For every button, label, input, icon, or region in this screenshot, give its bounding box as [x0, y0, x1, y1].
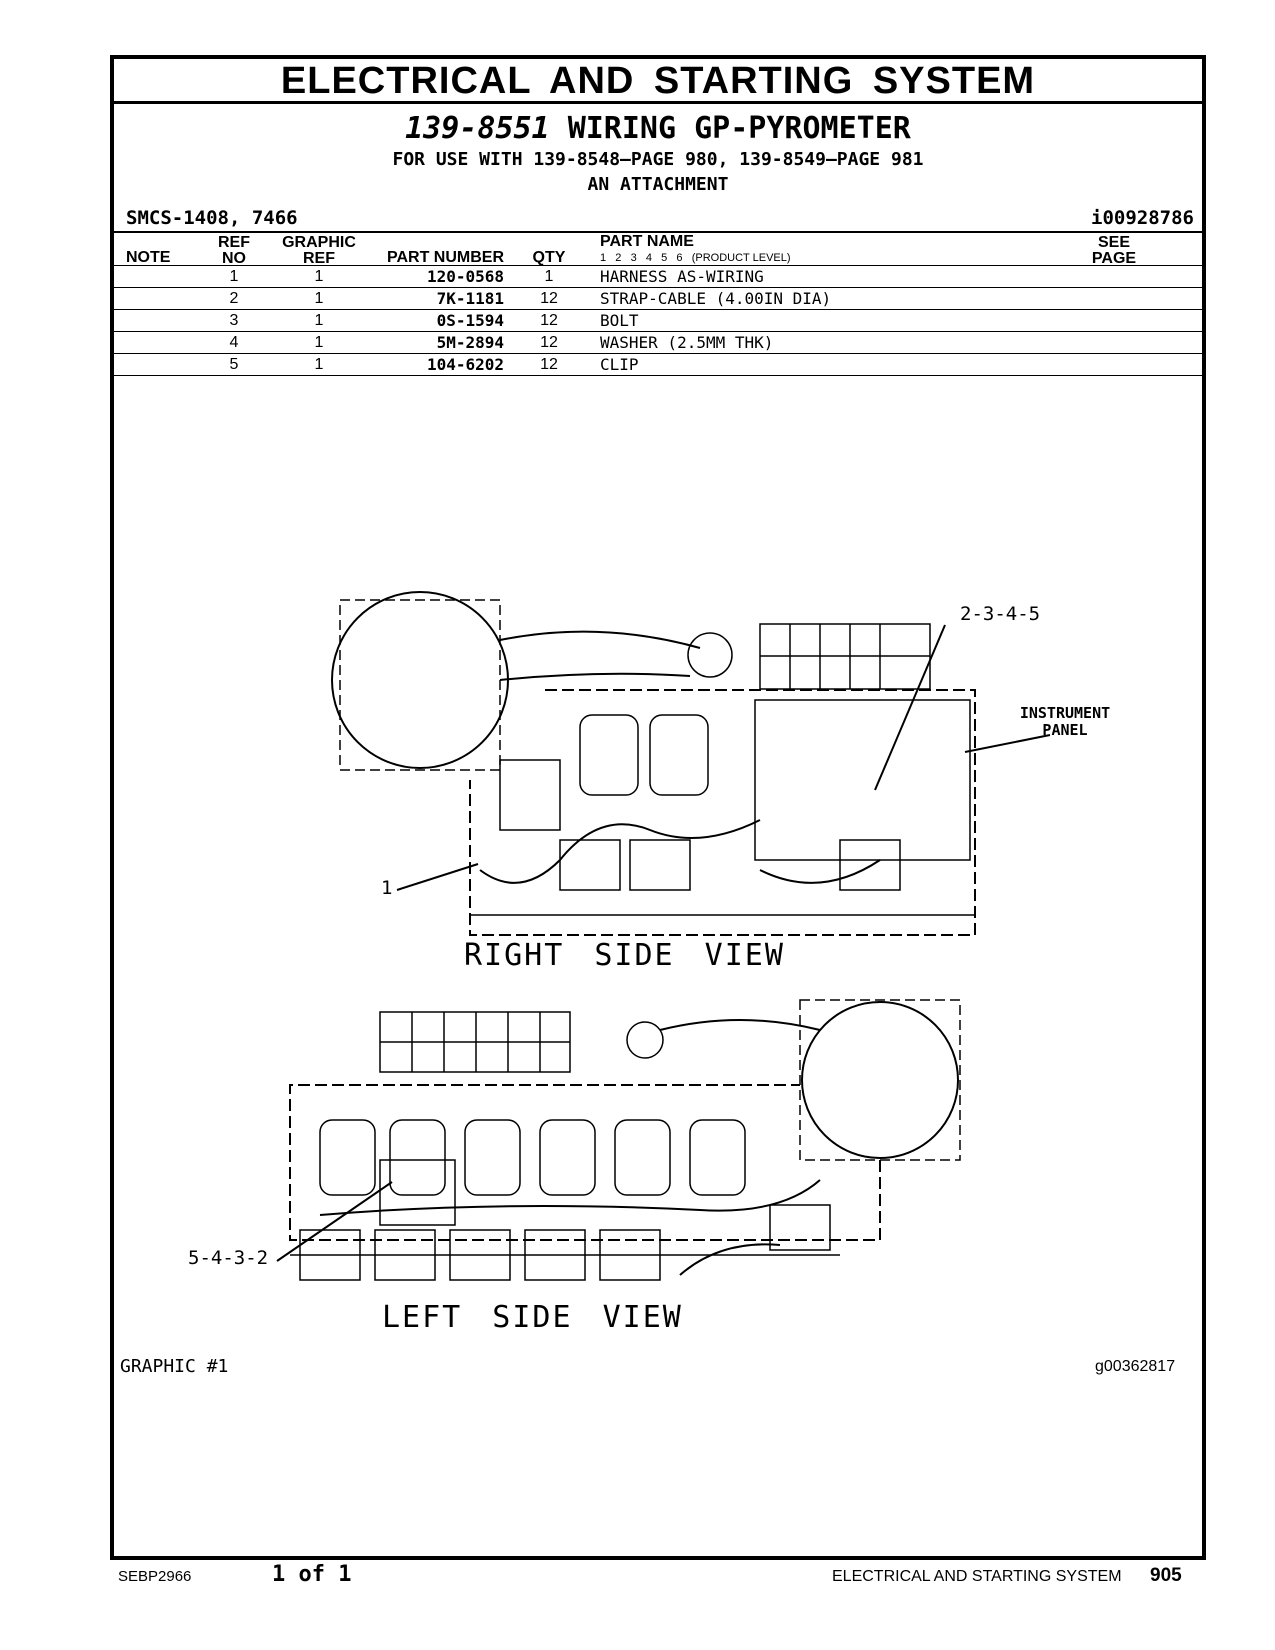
use-with-note: FOR USE WITH 139-8548—PAGE 980, 139-8549…: [392, 149, 924, 170]
qty: 12: [540, 356, 558, 373]
footer-doc-number: SEBP2966: [118, 1568, 192, 1585]
ref-no: 2: [229, 290, 239, 307]
col-product-level: 1 2 3 4 5 6 (PRODUCT LEVEL): [600, 252, 791, 264]
part-number: 5M-2894: [436, 333, 504, 352]
table-header-rule: [114, 265, 1202, 266]
col-note: NOTE: [126, 249, 171, 266]
attachment-note: AN ATTACHMENT: [587, 174, 729, 195]
graphic-ref: 1: [314, 312, 324, 329]
smcs-code: SMCS-1408, 7466: [126, 207, 298, 229]
document-id: i00928786: [1091, 207, 1194, 229]
footer-page-of: 1 of 1: [272, 1562, 352, 1587]
footer-section: ELECTRICAL AND STARTING SYSTEM: [832, 1568, 1122, 1585]
part-number: 120-0568: [426, 267, 504, 286]
callout-instrument-panel-line2: PANEL: [1042, 721, 1088, 739]
part-name: BOLT: [600, 311, 639, 330]
table-row: 5 1 104-6202 12 CLIP: [114, 354, 1202, 376]
col-part-name: PART NAME: [600, 233, 694, 250]
table-row: 4 1 5M-2894 12 WASHER (2.5MM THK): [114, 332, 1202, 354]
ref-no: 3: [229, 312, 239, 329]
ref-no: 1: [229, 268, 239, 285]
col-graphic-ref-line1: GRAPHIC: [282, 234, 356, 251]
col-ref-no: REF NO: [214, 235, 254, 267]
group-title: 139-8551 WIRING GP-PYROMETER: [114, 111, 1202, 146]
ref-no: 4: [229, 334, 239, 351]
group-name: WIRING GP-PYROMETER: [567, 111, 911, 146]
callout-1: 1: [381, 877, 393, 899]
part-name: CLIP: [600, 355, 639, 374]
left-side-view-drawing: [289, 999, 961, 1281]
part-number: 7K-1181: [436, 289, 504, 308]
part-name: STRAP-CABLE (4.00IN DIA): [600, 289, 832, 308]
graphic-ref: 1: [314, 334, 324, 351]
qty: 12: [540, 334, 558, 351]
table-row: 2 1 7K-1181 12 STRAP-CABLE (4.00IN DIA): [114, 288, 1202, 310]
part-name: WASHER (2.5MM THK): [600, 333, 774, 352]
col-graphic-ref: GRAPHIC REF: [274, 235, 364, 267]
graphic-label: GRAPHIC #1: [120, 1356, 229, 1377]
col-ref-no-line2: NO: [222, 250, 246, 267]
part-number: 0S-1594: [436, 311, 504, 330]
col-see-page-line2: PAGE: [1091, 250, 1137, 267]
group-number: 139-8551: [405, 111, 550, 146]
col-qty: QTY: [532, 249, 566, 266]
part-number: 104-6202: [426, 355, 504, 374]
callout-instrument-panel-line1: INSTRUMENT: [1019, 704, 1111, 722]
table-row: 1 1 120-0568 1 HARNESS AS-WIRING: [114, 266, 1202, 288]
graphic-id: g00362817: [1095, 1358, 1176, 1375]
qty: 1: [544, 268, 554, 285]
table-row: 3 1 0S-1594 12 BOLT: [114, 310, 1202, 332]
callout-leaders: [276, 624, 1051, 1262]
qty: 12: [540, 290, 558, 307]
part-name: HARNESS AS-WIRING: [600, 267, 764, 286]
qty: 12: [540, 312, 558, 329]
right-side-view-label: RIGHT SIDE VIEW: [464, 938, 785, 973]
left-side-view-label: LEFT SIDE VIEW: [382, 1300, 683, 1335]
callout-5-4-3-2: 5-4-3-2: [188, 1247, 269, 1269]
graphic-ref: 1: [314, 268, 324, 285]
section-title: ELECTRICAL AND STARTING SYSTEM: [114, 59, 1202, 104]
footer-page-number: 905: [1150, 1565, 1182, 1586]
col-part-number: PART NUMBER: [386, 249, 504, 266]
header-rule: [114, 231, 1202, 233]
callout-instrument-panel: INSTRUMENT PANEL: [1010, 705, 1120, 739]
graphic-ref: 1: [314, 356, 324, 373]
col-graphic-ref-line2: REF: [303, 250, 335, 267]
ref-no: 5: [229, 356, 239, 373]
graphic-ref: 1: [314, 290, 324, 307]
col-ref-no-line1: REF: [218, 234, 250, 251]
right-side-view-drawing: [331, 591, 976, 936]
col-see-page-line1: SEE: [1097, 234, 1130, 251]
page-frame: ELECTRICAL AND STARTING SYSTEM 139-8551 …: [110, 55, 1206, 1560]
col-see-page: SEE PAGE: [1084, 235, 1144, 267]
callout-2-3-4-5: 2-3-4-5: [960, 603, 1041, 625]
